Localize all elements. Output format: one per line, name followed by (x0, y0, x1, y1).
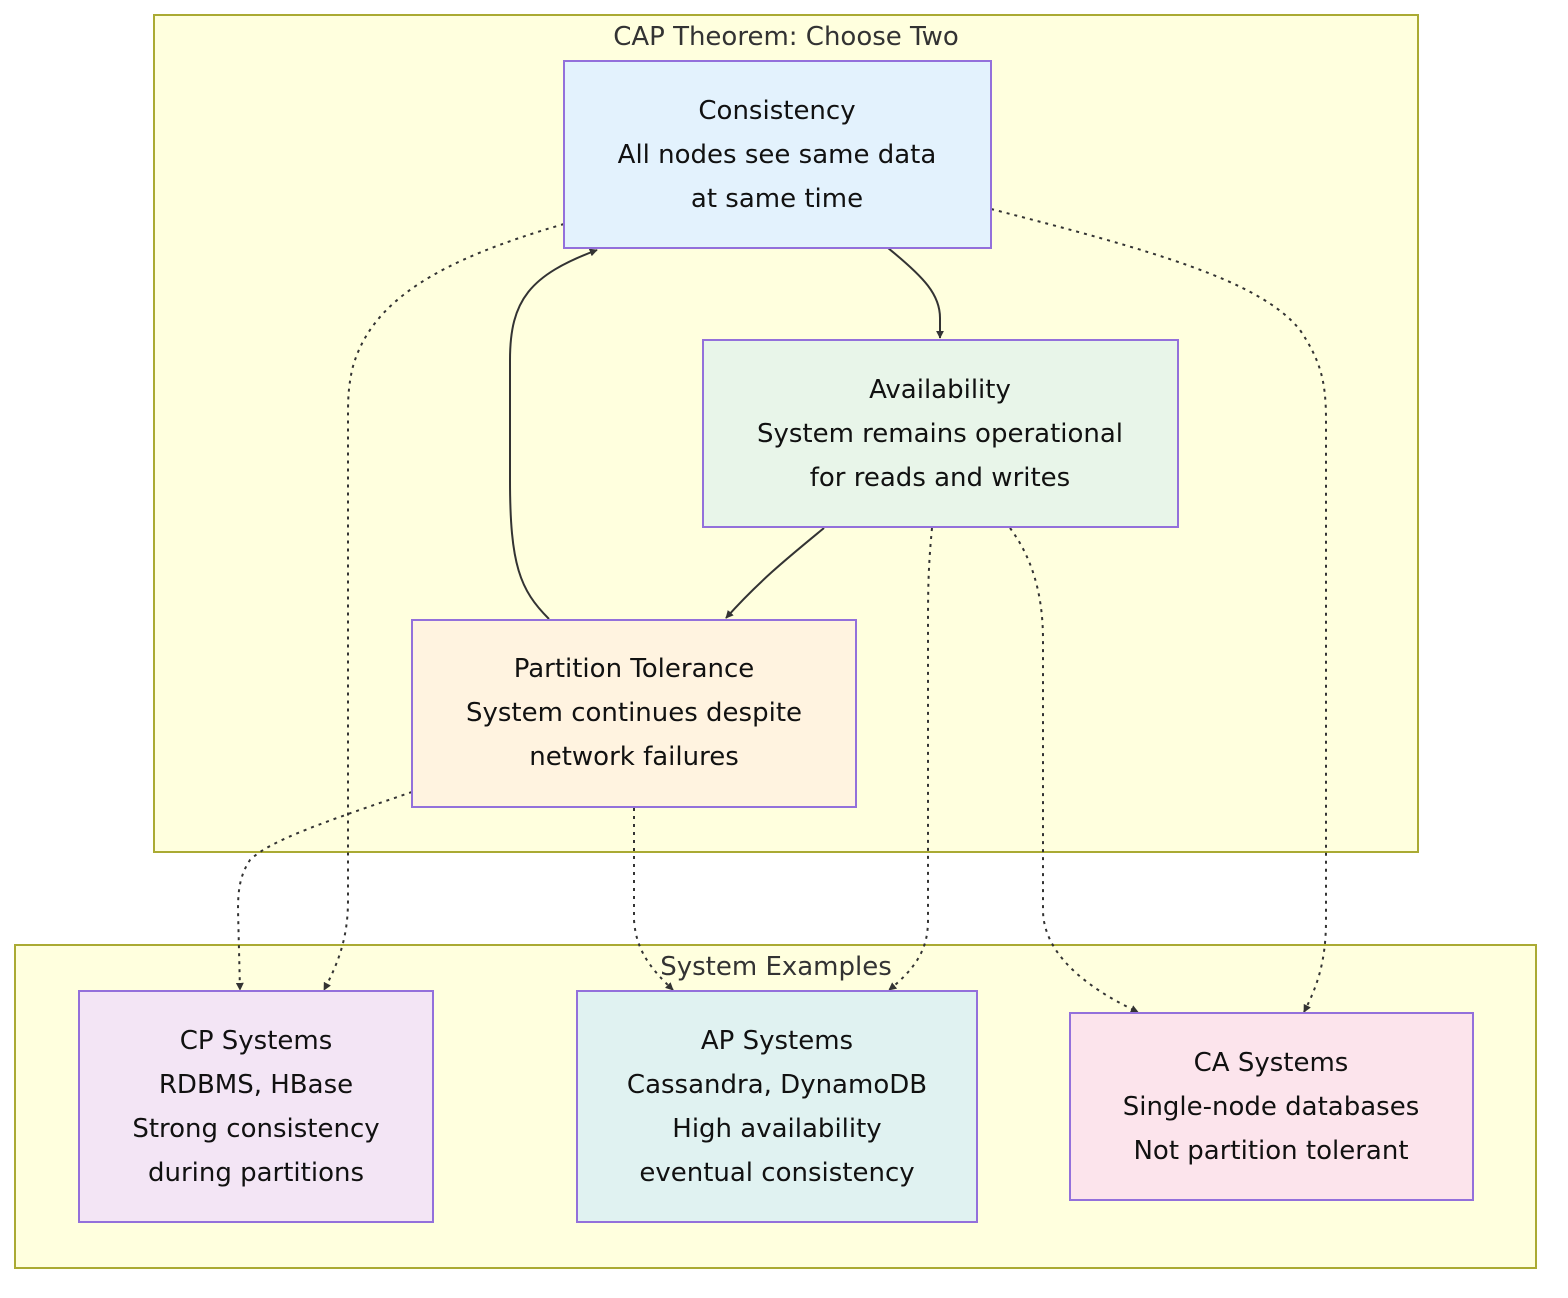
node-ca-systems[interactable]: CA Systems Single-node databases Not par… (1069, 1012, 1474, 1201)
node-partition-line: System continues despite (466, 698, 802, 728)
node-cp-line: during partitions (148, 1158, 364, 1188)
node-ap-line: eventual consistency (639, 1158, 914, 1188)
node-ca-line: Not partition tolerant (1133, 1136, 1408, 1166)
edge-availability-to-partition (725, 527, 825, 619)
node-cp-systems[interactable]: CP Systems RDBMS, HBase Strong consisten… (78, 990, 434, 1223)
node-ap-line: High availability (672, 1114, 881, 1144)
node-consistency-title: Consistency (698, 96, 855, 126)
node-consistency-line: at same time (691, 184, 863, 214)
node-ap-line: Cassandra, DynamoDB (627, 1070, 927, 1100)
node-cp-box[interactable] (78, 990, 434, 1223)
node-cp-line: RDBMS, HBase (159, 1070, 353, 1100)
node-partition-line: network failures (529, 742, 739, 772)
edge-partition-to-consistency (509, 248, 598, 620)
node-partition-tolerance[interactable]: Partition Tolerance System continues des… (411, 619, 857, 808)
edges (235, 208, 1327, 1013)
node-availability-title: Availability (869, 375, 1011, 405)
edge-partition-to-ap (633, 808, 674, 991)
node-partition-title: Partition Tolerance (514, 654, 755, 684)
node-ap-title: AP Systems (701, 1026, 853, 1056)
edge-consistency-to-ca (990, 208, 1327, 1013)
edge-consistency-to-availability (887, 247, 944, 339)
node-availability-box[interactable] (702, 339, 1179, 528)
node-availability-line: System remains operational (757, 419, 1123, 449)
cluster-examples-title: System Examples (660, 952, 892, 982)
node-ca-title: CA Systems (1194, 1048, 1349, 1078)
node-consistency-line: All nodes see same data (618, 140, 937, 170)
node-cp-line: Strong consistency (132, 1114, 379, 1144)
node-ap-systems[interactable]: AP Systems Cassandra, DynamoDB High avai… (576, 990, 978, 1223)
node-ca-box[interactable] (1069, 1012, 1474, 1201)
node-ap-box[interactable] (576, 990, 978, 1223)
node-availability[interactable]: Availability System remains operational … (702, 339, 1179, 528)
cluster-cap-title: CAP Theorem: Choose Two (613, 22, 959, 52)
node-cp-title: CP Systems (180, 1026, 333, 1056)
node-partition-box[interactable] (411, 619, 857, 808)
node-availability-line: for reads and writes (810, 463, 1070, 493)
node-consistency[interactable]: Consistency All nodes see same data at s… (563, 60, 992, 249)
node-ca-line: Single-node databases (1123, 1092, 1420, 1122)
edge-availability-to-ap (888, 527, 933, 991)
node-consistency-box[interactable] (563, 60, 992, 249)
